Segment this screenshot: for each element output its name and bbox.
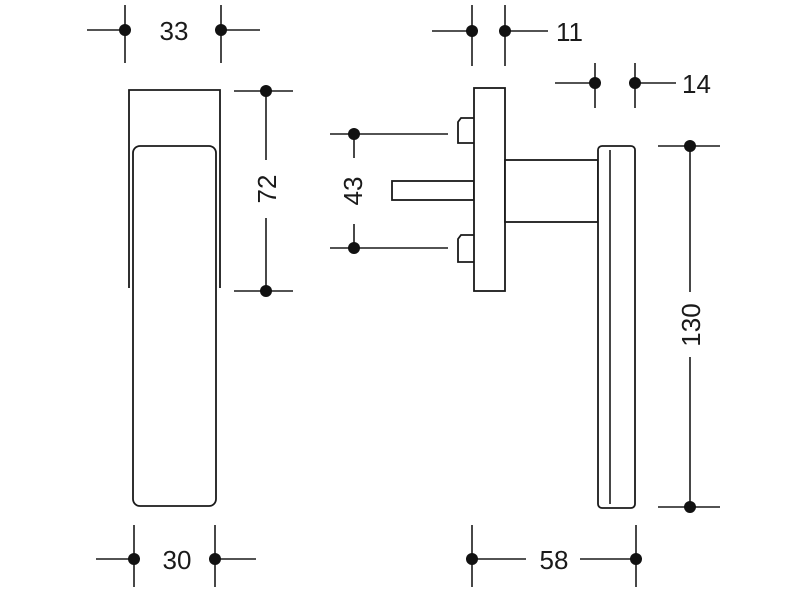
front-view (128, 89, 221, 507)
dimension-width-top: 33 (87, 5, 260, 63)
side-view-neck (504, 159, 599, 223)
label-width-top: 33 (160, 16, 189, 46)
label-height-front: 72 (252, 175, 282, 204)
side-view-upper-screw (457, 117, 474, 144)
dimension-total-height: 130 (658, 140, 720, 513)
front-view-lever (132, 145, 217, 507)
side-view-lever (597, 145, 636, 509)
label-rose-thickness: 11 (556, 17, 583, 47)
label-total-height: 130 (676, 303, 706, 346)
side-view-spindle (391, 180, 475, 201)
label-width-bottom: 30 (163, 545, 192, 575)
label-lever-thickness: 14 (682, 69, 711, 99)
side-view-rose (473, 87, 506, 292)
dimension-spindle-spacing: 43 (330, 128, 448, 254)
side-view (391, 87, 636, 509)
dimension-lever-thickness: 14 (555, 63, 711, 108)
side-view-lower-screw (457, 234, 474, 263)
dimension-width-bottom: 30 (96, 525, 256, 587)
label-projection: 58 (540, 545, 569, 575)
label-spindle-spacing: 43 (338, 177, 368, 206)
dimension-rose-thickness: 11 (432, 5, 583, 66)
dimension-height-front: 72 (234, 85, 293, 297)
dimension-projection: 58 (466, 525, 642, 587)
